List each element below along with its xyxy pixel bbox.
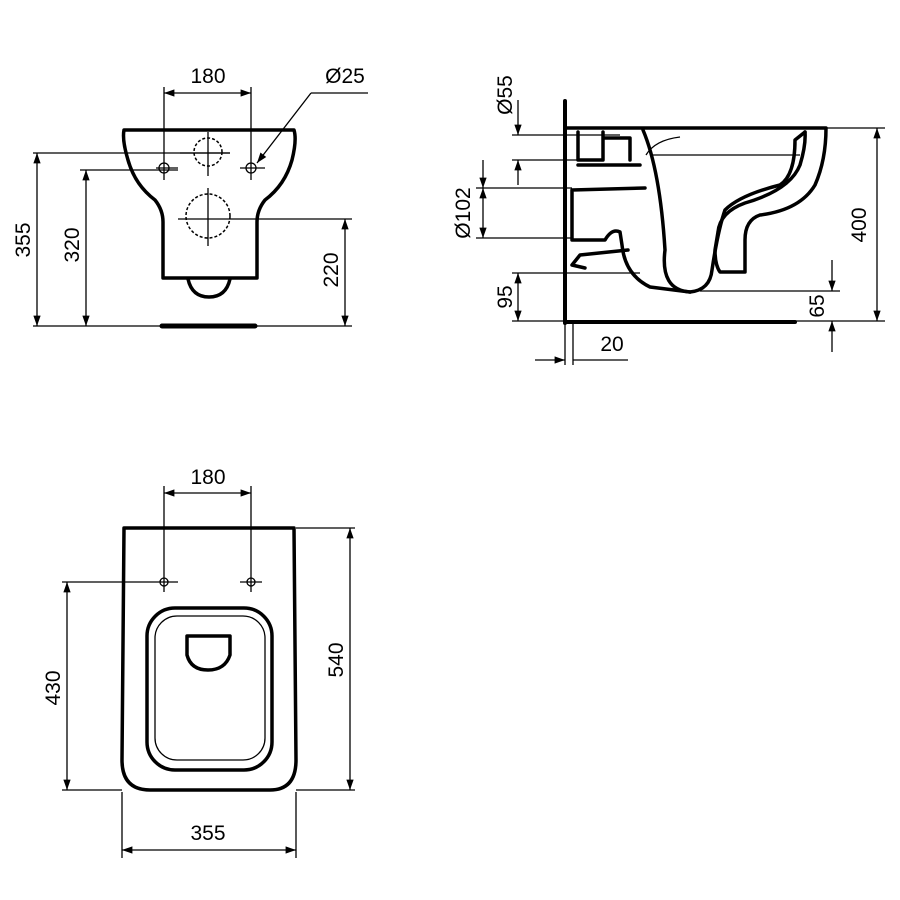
- fixing-hole-right: [246, 577, 256, 587]
- side-view: Ø55 Ø102 95 20 400 65: [452, 75, 885, 365]
- dim-outlet-diameter: Ø102: [452, 187, 475, 238]
- dim-holes-depth: 430: [42, 670, 65, 705]
- dim-bowl-clearance: 65: [806, 294, 829, 317]
- bowl-top-outline: [120, 526, 298, 792]
- bowl-inner: [641, 128, 807, 294]
- fixing-hole-left: [159, 577, 169, 587]
- seat-outer: [145, 606, 274, 772]
- dim-hole-spacing: 180: [190, 65, 225, 88]
- dim-wall-offset: 20: [600, 333, 623, 356]
- dim-height-holes: 320: [61, 227, 84, 262]
- top-view: 180 540 430 355: [42, 466, 355, 858]
- inlet-pipe: [576, 130, 642, 167]
- dim-hole-diameter: Ø25: [325, 65, 365, 88]
- dim-height-top: 355: [12, 222, 35, 257]
- dim-inlet-diameter: Ø55: [494, 75, 517, 115]
- dim-hole-spacing: 180: [190, 466, 225, 489]
- front-view: 180 Ø25 355 320 220: [12, 65, 368, 329]
- dim-total-height: 400: [848, 207, 871, 242]
- bowl-outline: [121, 128, 297, 280]
- outlet-hole: [185, 193, 231, 239]
- bowl-bottom: [186, 277, 232, 299]
- dim-depth: 540: [325, 642, 348, 677]
- seat-inner: [154, 615, 266, 761]
- bowl-outer: [564, 126, 828, 274]
- dim-outlet-height: 95: [494, 285, 517, 308]
- dim-height-outlet: 220: [320, 252, 343, 287]
- lid-hinge: [185, 634, 232, 672]
- outlet-pipe: [570, 186, 692, 294]
- dim-width: 355: [190, 822, 225, 845]
